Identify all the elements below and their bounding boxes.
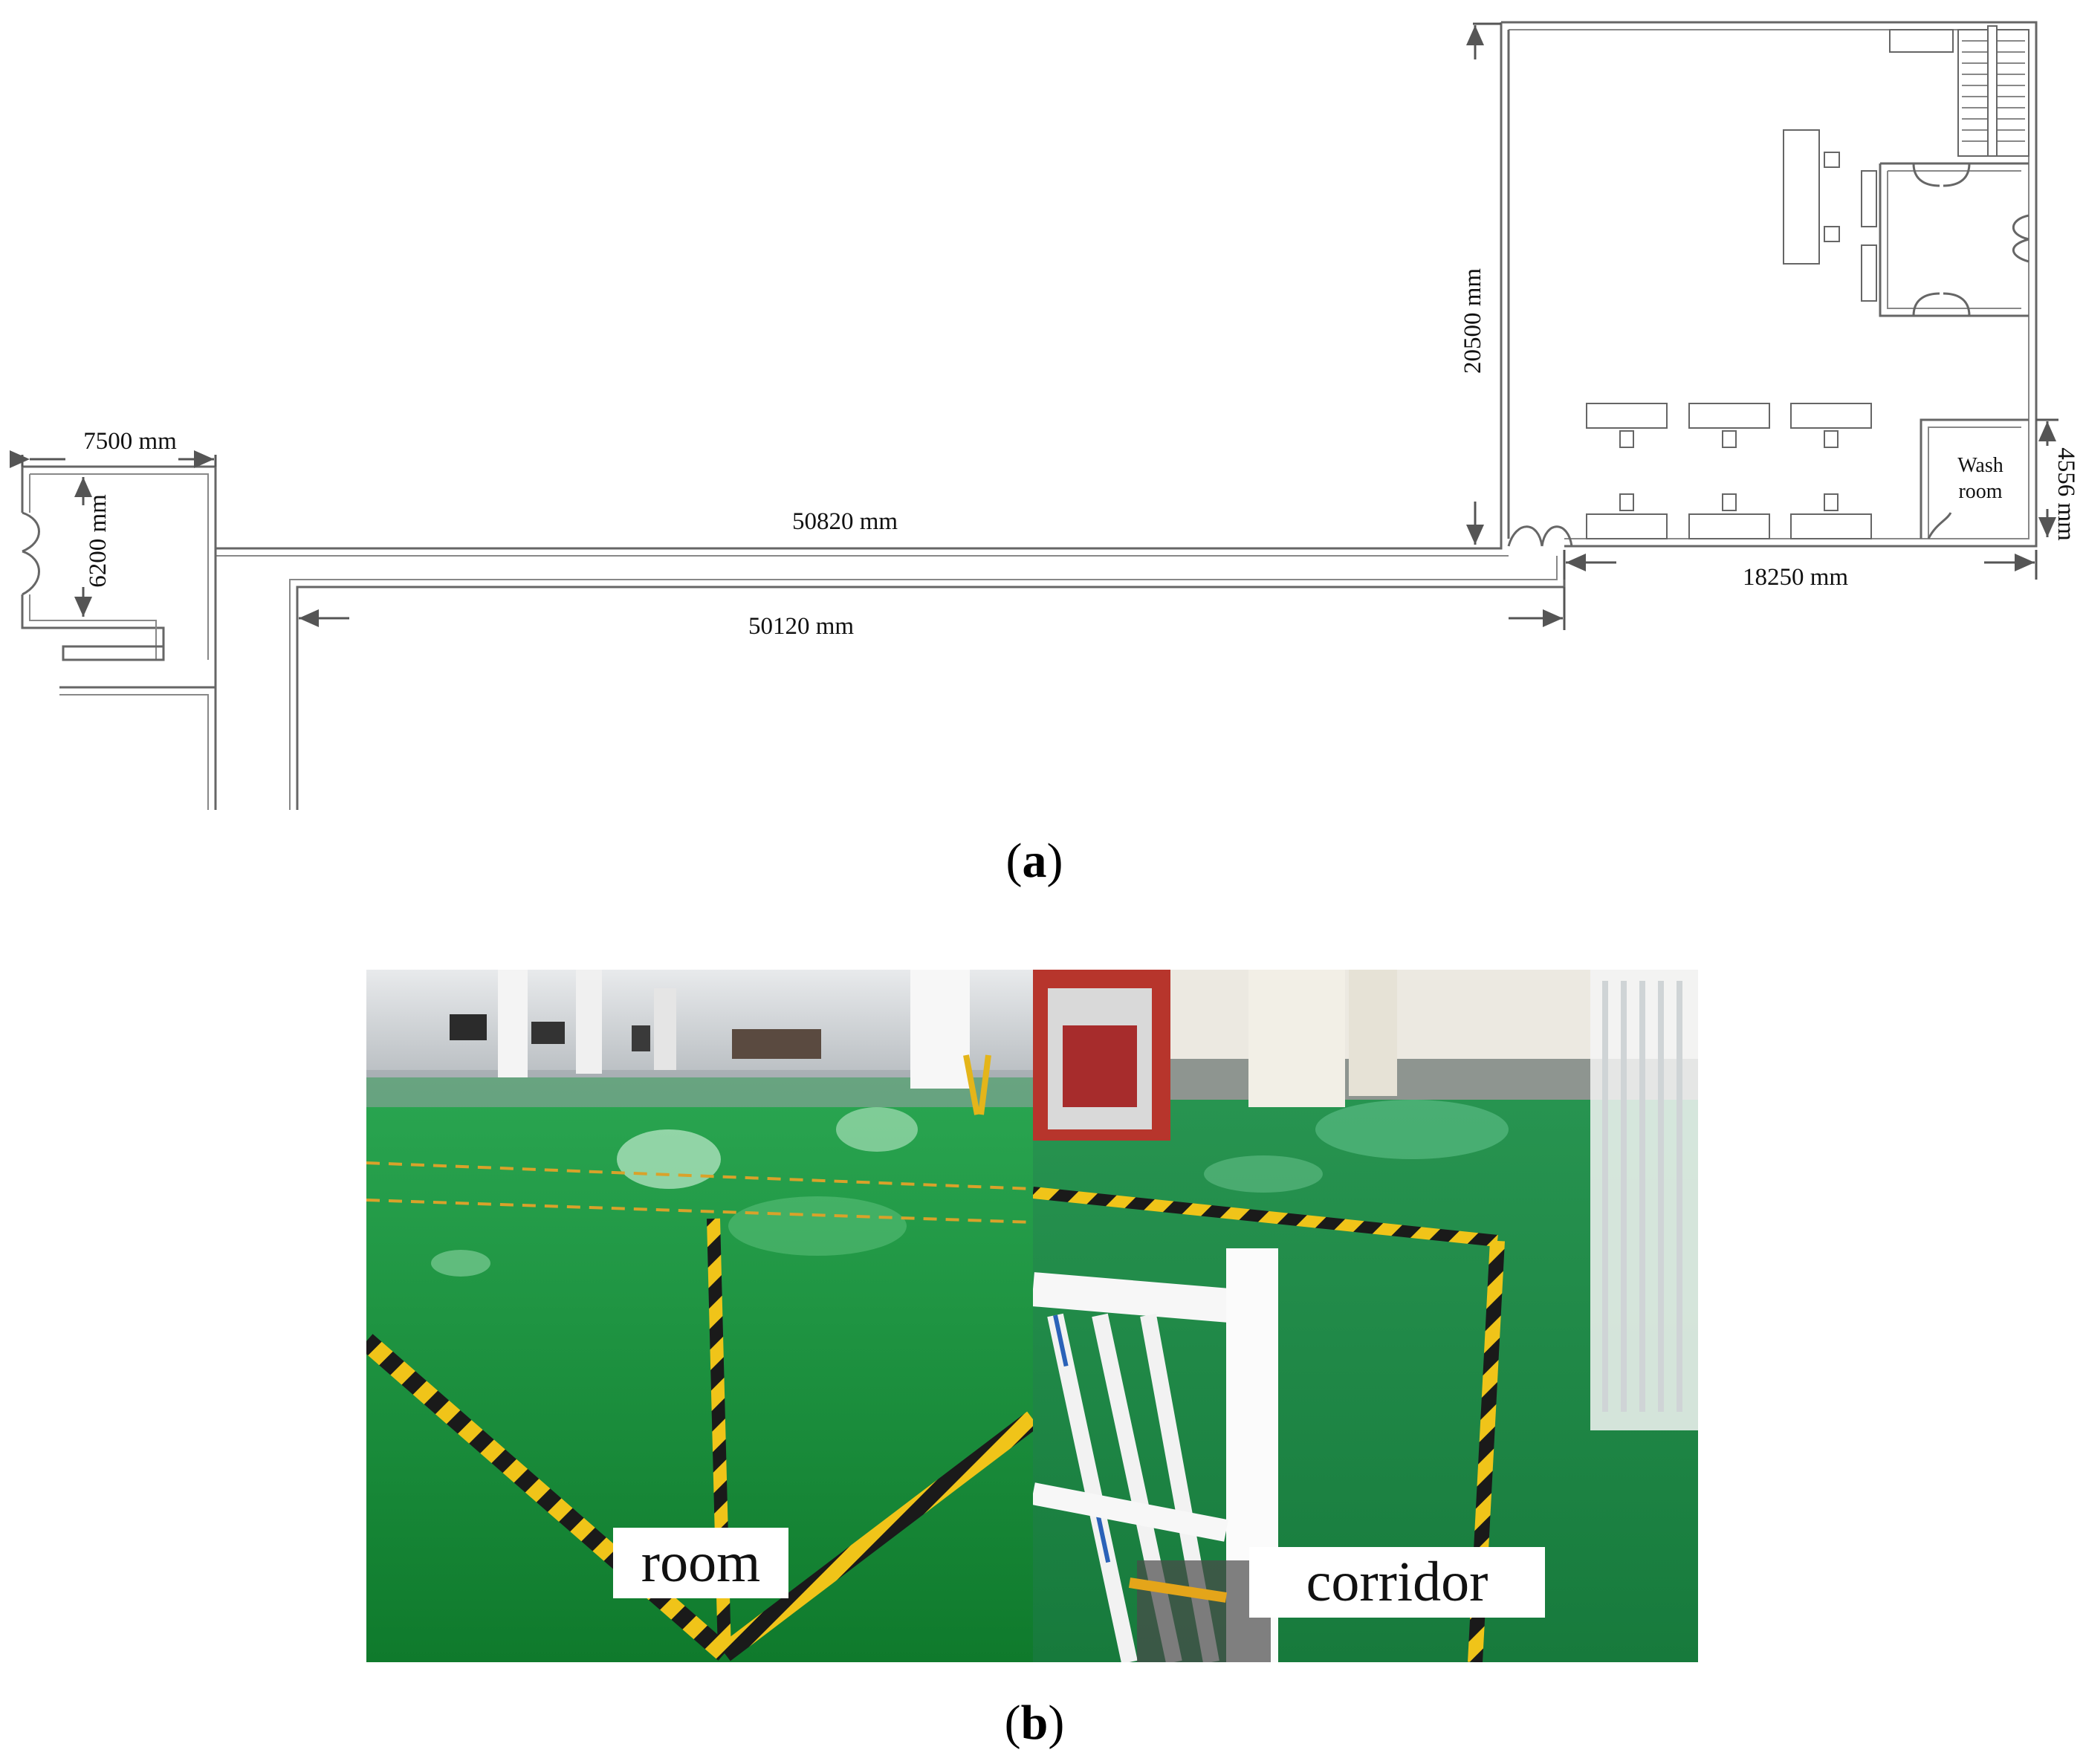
panel-b-letter: b (1021, 1696, 1049, 1750)
panel-a-label: (a) (1006, 834, 1063, 888)
panel-a-open: ( (1006, 834, 1023, 888)
staircase (1957, 25, 2029, 157)
dim-washroom-height: 4556 mm (2053, 447, 2079, 541)
washroom-label-line2: room (1958, 480, 2002, 503)
room-label-box: room (613, 1528, 788, 1598)
floor-plan: Wash room (10, 21, 2079, 810)
dim-room-width: 18250 mm (1743, 564, 1848, 591)
washroom: Wash room (1920, 418, 2029, 539)
panel-b-close: ) (1048, 1696, 1064, 1750)
dimension-lines (10, 22, 2058, 630)
dim-room-height: 20500 mm (1460, 268, 1486, 374)
main-room: Wash room (1500, 21, 2038, 548)
photo-room (366, 970, 1033, 1662)
panel-b-label: (b) (1005, 1696, 1065, 1750)
room-label: room (641, 1531, 760, 1594)
panel-b-open: ( (1005, 1696, 1021, 1750)
inner-office (1879, 162, 2029, 317)
dim-left-width: 7500 mm (83, 428, 177, 455)
corridor-label: corridor (1306, 1551, 1488, 1613)
photo-corridor (1033, 970, 1698, 1662)
dim-left-height: 6200 mm (85, 494, 111, 588)
corridor-label-box: corridor (1249, 1547, 1545, 1618)
dim-corridor-upper: 50820 mm (792, 508, 898, 535)
left-room (21, 465, 217, 810)
panel-a-close: ) (1047, 834, 1063, 888)
dim-corridor-lower: 50120 mm (748, 613, 854, 640)
corridor-plan (214, 513, 1566, 810)
panel-a-letter: a (1023, 834, 1047, 888)
washroom-label-line1: Wash (1957, 454, 2003, 477)
